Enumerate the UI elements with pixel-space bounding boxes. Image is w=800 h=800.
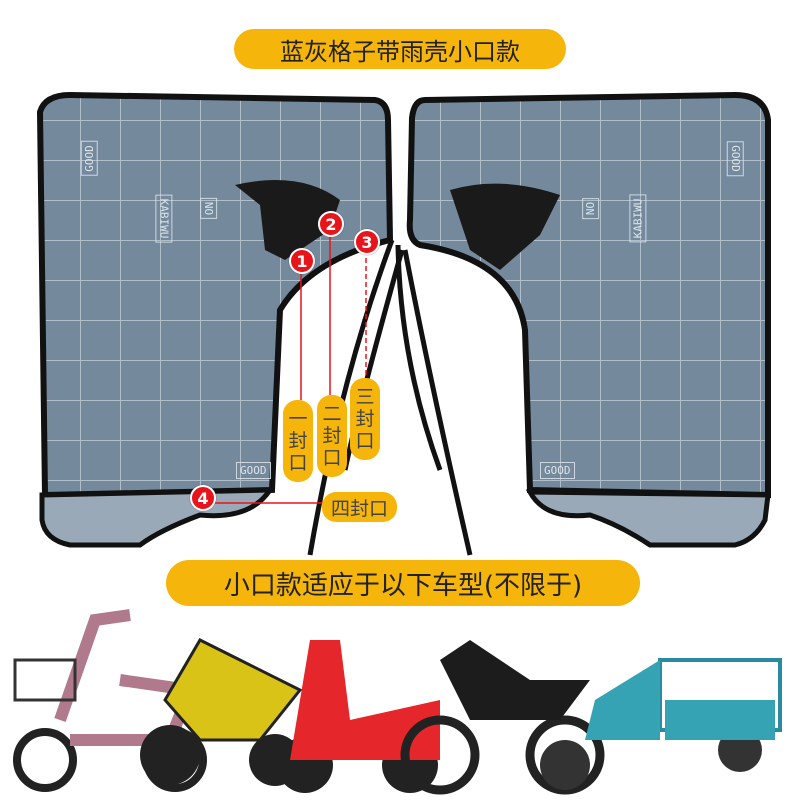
cover-print-kabiwu-right: KABIWU <box>629 194 647 243</box>
marker-3: 3 <box>354 229 380 255</box>
marker-4: 4 <box>190 485 216 511</box>
tricycle-teal <box>540 658 782 790</box>
right-handlebar-cover <box>406 91 771 548</box>
compatibility-banner: 小口款适应于以下车型(不限于) <box>166 560 640 606</box>
seal-label-3: 三封口 <box>350 378 380 460</box>
cover-print-good-right: GOOD <box>726 141 744 176</box>
cover-print-good-bottom-left: GOOD <box>236 462 271 479</box>
vehicle-lineup <box>13 609 782 795</box>
leader-lines <box>215 234 367 504</box>
cover-print-good-left: GOOD <box>80 141 98 176</box>
seal-label-1: 一封口 <box>283 400 313 482</box>
cover-print-kabiwu-left: KABIWU <box>155 194 173 243</box>
cover-print-good-bottom-right: GOOD <box>540 462 575 479</box>
scooter-red <box>277 640 440 793</box>
cover-print-no-right: NO <box>582 197 600 220</box>
seal-label-2: 二封口 <box>317 395 347 477</box>
marker-1: 1 <box>289 248 315 274</box>
scooter-yellow <box>140 638 303 786</box>
straps <box>307 239 473 556</box>
product-title-banner: 蓝灰格子带雨壳小口款 <box>234 29 566 69</box>
seal-label-4: 四封口 <box>322 492 397 522</box>
marker-2: 2 <box>318 211 344 237</box>
cover-print-no-left: NO <box>200 197 218 220</box>
